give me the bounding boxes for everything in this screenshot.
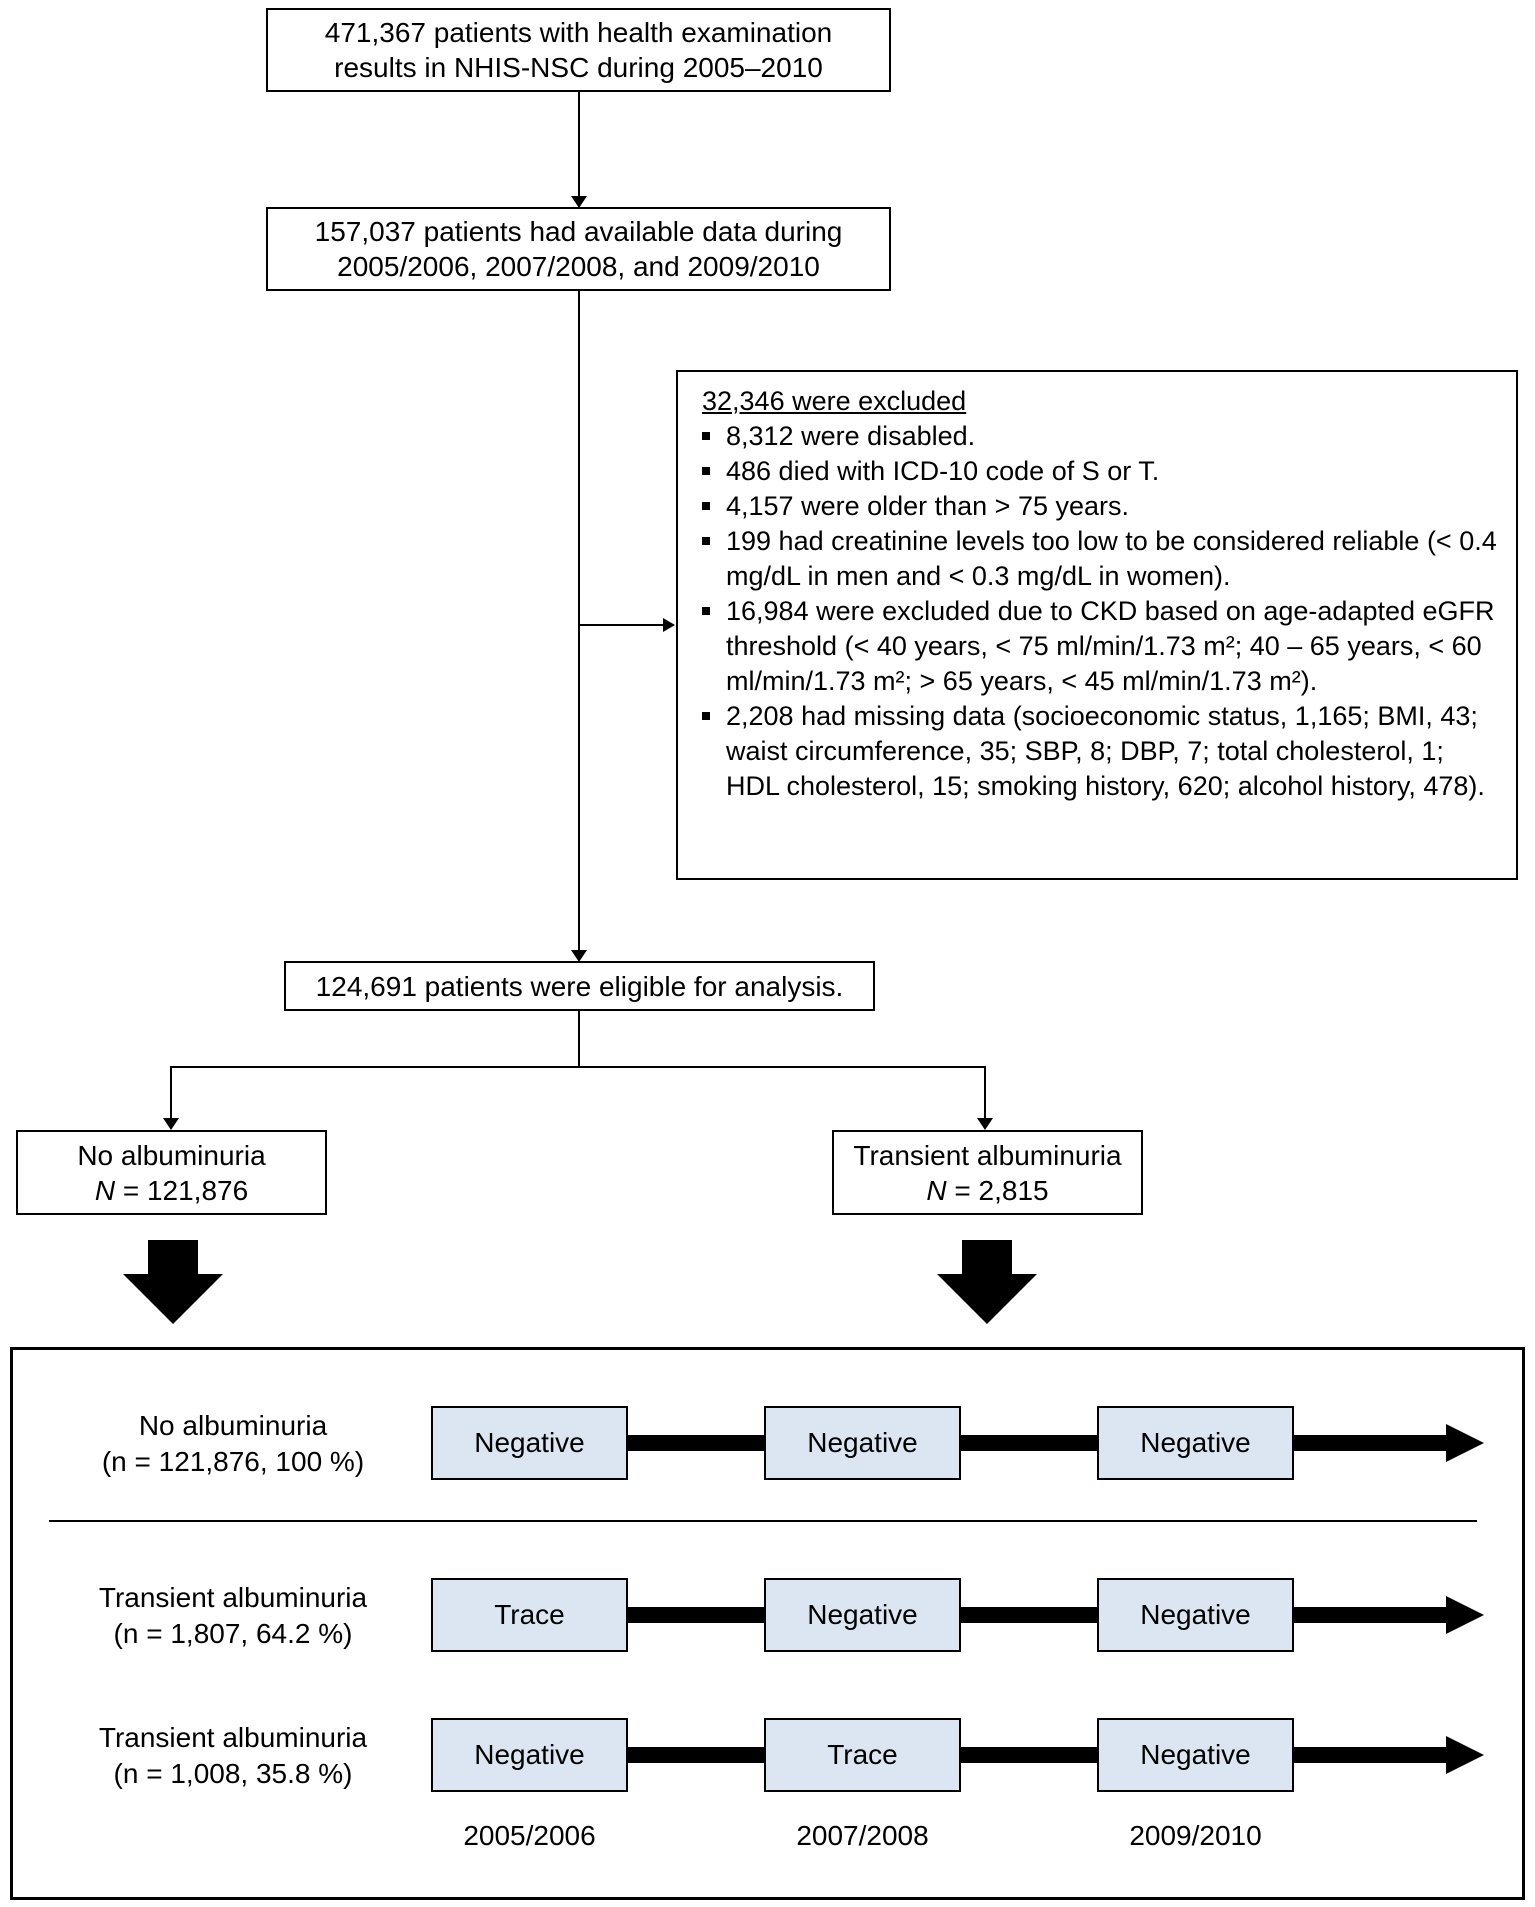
albuminuria-patterns-panel: No albuminuria (n = 121,876, 100 %) Nega…: [10, 1347, 1525, 1900]
connector-to-transient: [984, 1066, 986, 1120]
pattern-label: No albuminuria (n = 121,876, 100 %): [43, 1408, 423, 1480]
stage-box: Negative: [764, 1578, 961, 1652]
connector-split-horizontal: [170, 1066, 986, 1068]
arrowhead-to-exclusions: [663, 618, 675, 632]
stage-box: Trace: [431, 1578, 628, 1652]
pattern-label-line2: (n = 1,008, 35.8 %): [113, 1758, 353, 1789]
pattern-label-line1: No albuminuria: [138, 1410, 328, 1441]
source-population-box: 471,367 patients with health examination…: [266, 8, 891, 92]
source-population-line2: results in NHIS-NSC during 2005–2010: [334, 52, 823, 83]
big-down-arrow-right: [937, 1240, 1037, 1324]
section-divider: [49, 1520, 1477, 1522]
arrowhead-to-available: [571, 196, 587, 208]
period-label: 2005/2006: [463, 1820, 596, 1851]
exclusion-item: 16,984 were excluded due to CKD based on…: [702, 594, 1498, 699]
transient-albuminuria-count: N = 2,815: [926, 1173, 1048, 1208]
arrowhead-to-transient: [977, 1118, 993, 1130]
stage-box: Negative: [431, 1406, 628, 1480]
pattern-label: Transient albuminuria (n = 1,008, 35.8 %…: [43, 1720, 423, 1792]
arrowhead-to-eligible: [571, 950, 587, 962]
exclusion-item: 486 died with ICD-10 code of S or T.: [702, 454, 1498, 489]
stage-box: Negative: [764, 1406, 961, 1480]
n-symbol: N: [94, 1174, 116, 1206]
pattern-label-line1: Transient albuminuria: [98, 1722, 368, 1753]
timeline-arrowhead: [1446, 1596, 1484, 1634]
connector-available-to-eligible: [578, 291, 580, 953]
available-data-box: 157,037 patients had available data duri…: [266, 207, 891, 291]
pattern-label: Transient albuminuria (n = 1,807, 64.2 %…: [43, 1580, 423, 1652]
source-population-line1: 471,367 patients with health examination: [324, 17, 833, 48]
n-symbol: N: [926, 1174, 947, 1206]
timeline-arrowhead: [1446, 1424, 1484, 1462]
exclusion-box: 32,346 were excluded 8,312 were disabled…: [676, 370, 1518, 880]
exclusion-item: 199 had creatinine levels too low to be …: [702, 524, 1498, 594]
transient-albuminuria-count-value: = 2,815: [946, 1174, 1049, 1206]
pattern-label-line2: (n = 121,876, 100 %): [101, 1446, 365, 1477]
no-albuminuria-box: No albuminuria N = 121,876: [16, 1130, 327, 1215]
no-albuminuria-label: No albuminuria: [77, 1139, 266, 1171]
transient-albuminuria-box: Transient albuminuria N = 2,815: [832, 1130, 1143, 1215]
timeline-arrowhead: [1446, 1736, 1484, 1774]
connector-eligible-down: [578, 1011, 580, 1068]
available-data-line1: 157,037 patients had available data duri…: [314, 216, 843, 247]
timeline-bar: [628, 1607, 1448, 1623]
period-label: 2007/2008: [796, 1820, 929, 1851]
no-albuminuria-count-value: = 121,876: [115, 1174, 249, 1206]
stage-box: Negative: [1097, 1578, 1294, 1652]
pattern-label-line1: Transient albuminuria: [98, 1582, 368, 1613]
timeline-bar: [628, 1747, 1448, 1763]
connector-top-to-available: [578, 92, 580, 198]
stage-box: Negative: [431, 1718, 628, 1792]
exclusion-item: 8,312 were disabled.: [702, 419, 1498, 454]
pattern-label-line2: (n = 1,807, 64.2 %): [113, 1618, 353, 1649]
transient-albuminuria-label: Transient albuminuria: [853, 1139, 1122, 1171]
exclusion-title: 32,346 were excluded: [702, 386, 967, 416]
eligible-box: 124,691 patients were eligible for analy…: [284, 961, 875, 1011]
arrowhead-to-no-albuminuria: [163, 1118, 179, 1130]
exclusion-item: 4,157 were older than > 75 years.: [702, 489, 1498, 524]
timeline-bar: [628, 1435, 1448, 1451]
connector-to-no-albuminuria: [170, 1066, 172, 1120]
stage-box: Negative: [1097, 1718, 1294, 1792]
stage-box: Negative: [1097, 1406, 1294, 1480]
connector-to-exclusions: [579, 624, 665, 626]
stage-box: Trace: [764, 1718, 961, 1792]
exclusion-list: 8,312 were disabled. 486 died with ICD-1…: [702, 419, 1498, 804]
available-data-line2: 2005/2006, 2007/2008, and 2009/2010: [337, 251, 820, 282]
big-down-arrow-left: [123, 1240, 223, 1324]
eligible-text: 124,691 patients were eligible for analy…: [315, 970, 844, 1002]
exclusion-item: 2,208 had missing data (socioeconomic st…: [702, 699, 1498, 804]
no-albuminuria-count: N = 121,876: [95, 1173, 248, 1208]
period-label: 2009/2010: [1129, 1820, 1262, 1851]
